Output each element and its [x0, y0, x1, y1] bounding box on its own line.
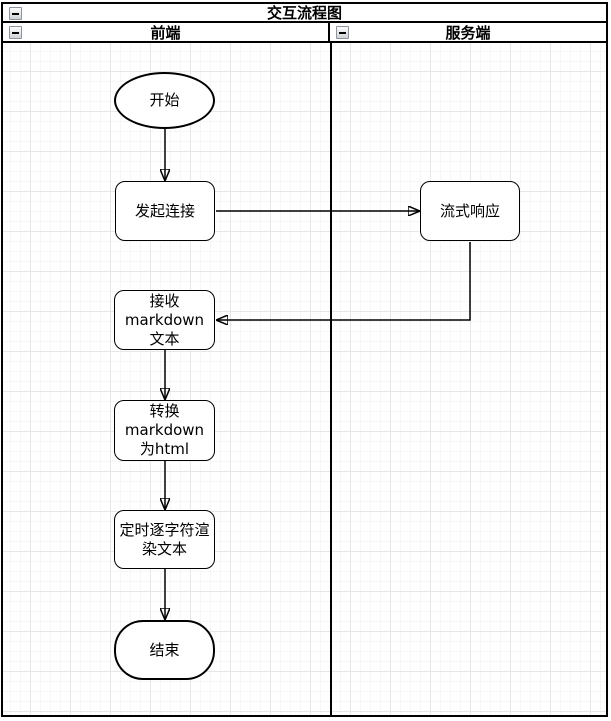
node-receive[interactable]: 接收 markdown 文本 [114, 290, 215, 350]
pool-title-bar[interactable]: 交互流程图 [3, 4, 606, 23]
node-convert[interactable]: 转换 markdown 为html [114, 400, 215, 461]
collapse-icon[interactable] [336, 26, 349, 39]
node-start[interactable]: 开始 [114, 72, 215, 129]
lane-header-server[interactable]: 服务端 [330, 23, 606, 42]
minus-icon [12, 31, 19, 34]
connector-stream-to-receive[interactable] [217, 242, 471, 320]
lane-divider [330, 43, 332, 715]
lane-header-frontend[interactable]: 前端 [3, 23, 330, 42]
collapse-icon[interactable] [9, 26, 22, 39]
collapse-icon[interactable] [9, 7, 22, 20]
minus-icon [339, 31, 346, 34]
lane-header-row: 前端 服务端 [3, 23, 606, 43]
minus-icon [12, 12, 19, 15]
lane-body-grid [3, 43, 606, 715]
lane-label-server: 服务端 [445, 23, 491, 42]
lane-label-frontend: 前端 [150, 23, 181, 42]
node-connect[interactable]: 发起连接 [115, 181, 215, 241]
node-stream[interactable]: 流式响应 [420, 181, 520, 241]
pool-title: 交互流程图 [266, 4, 342, 22]
node-render[interactable]: 定时逐字符渲 染文本 [114, 510, 215, 569]
node-end[interactable]: 结束 [114, 620, 215, 680]
